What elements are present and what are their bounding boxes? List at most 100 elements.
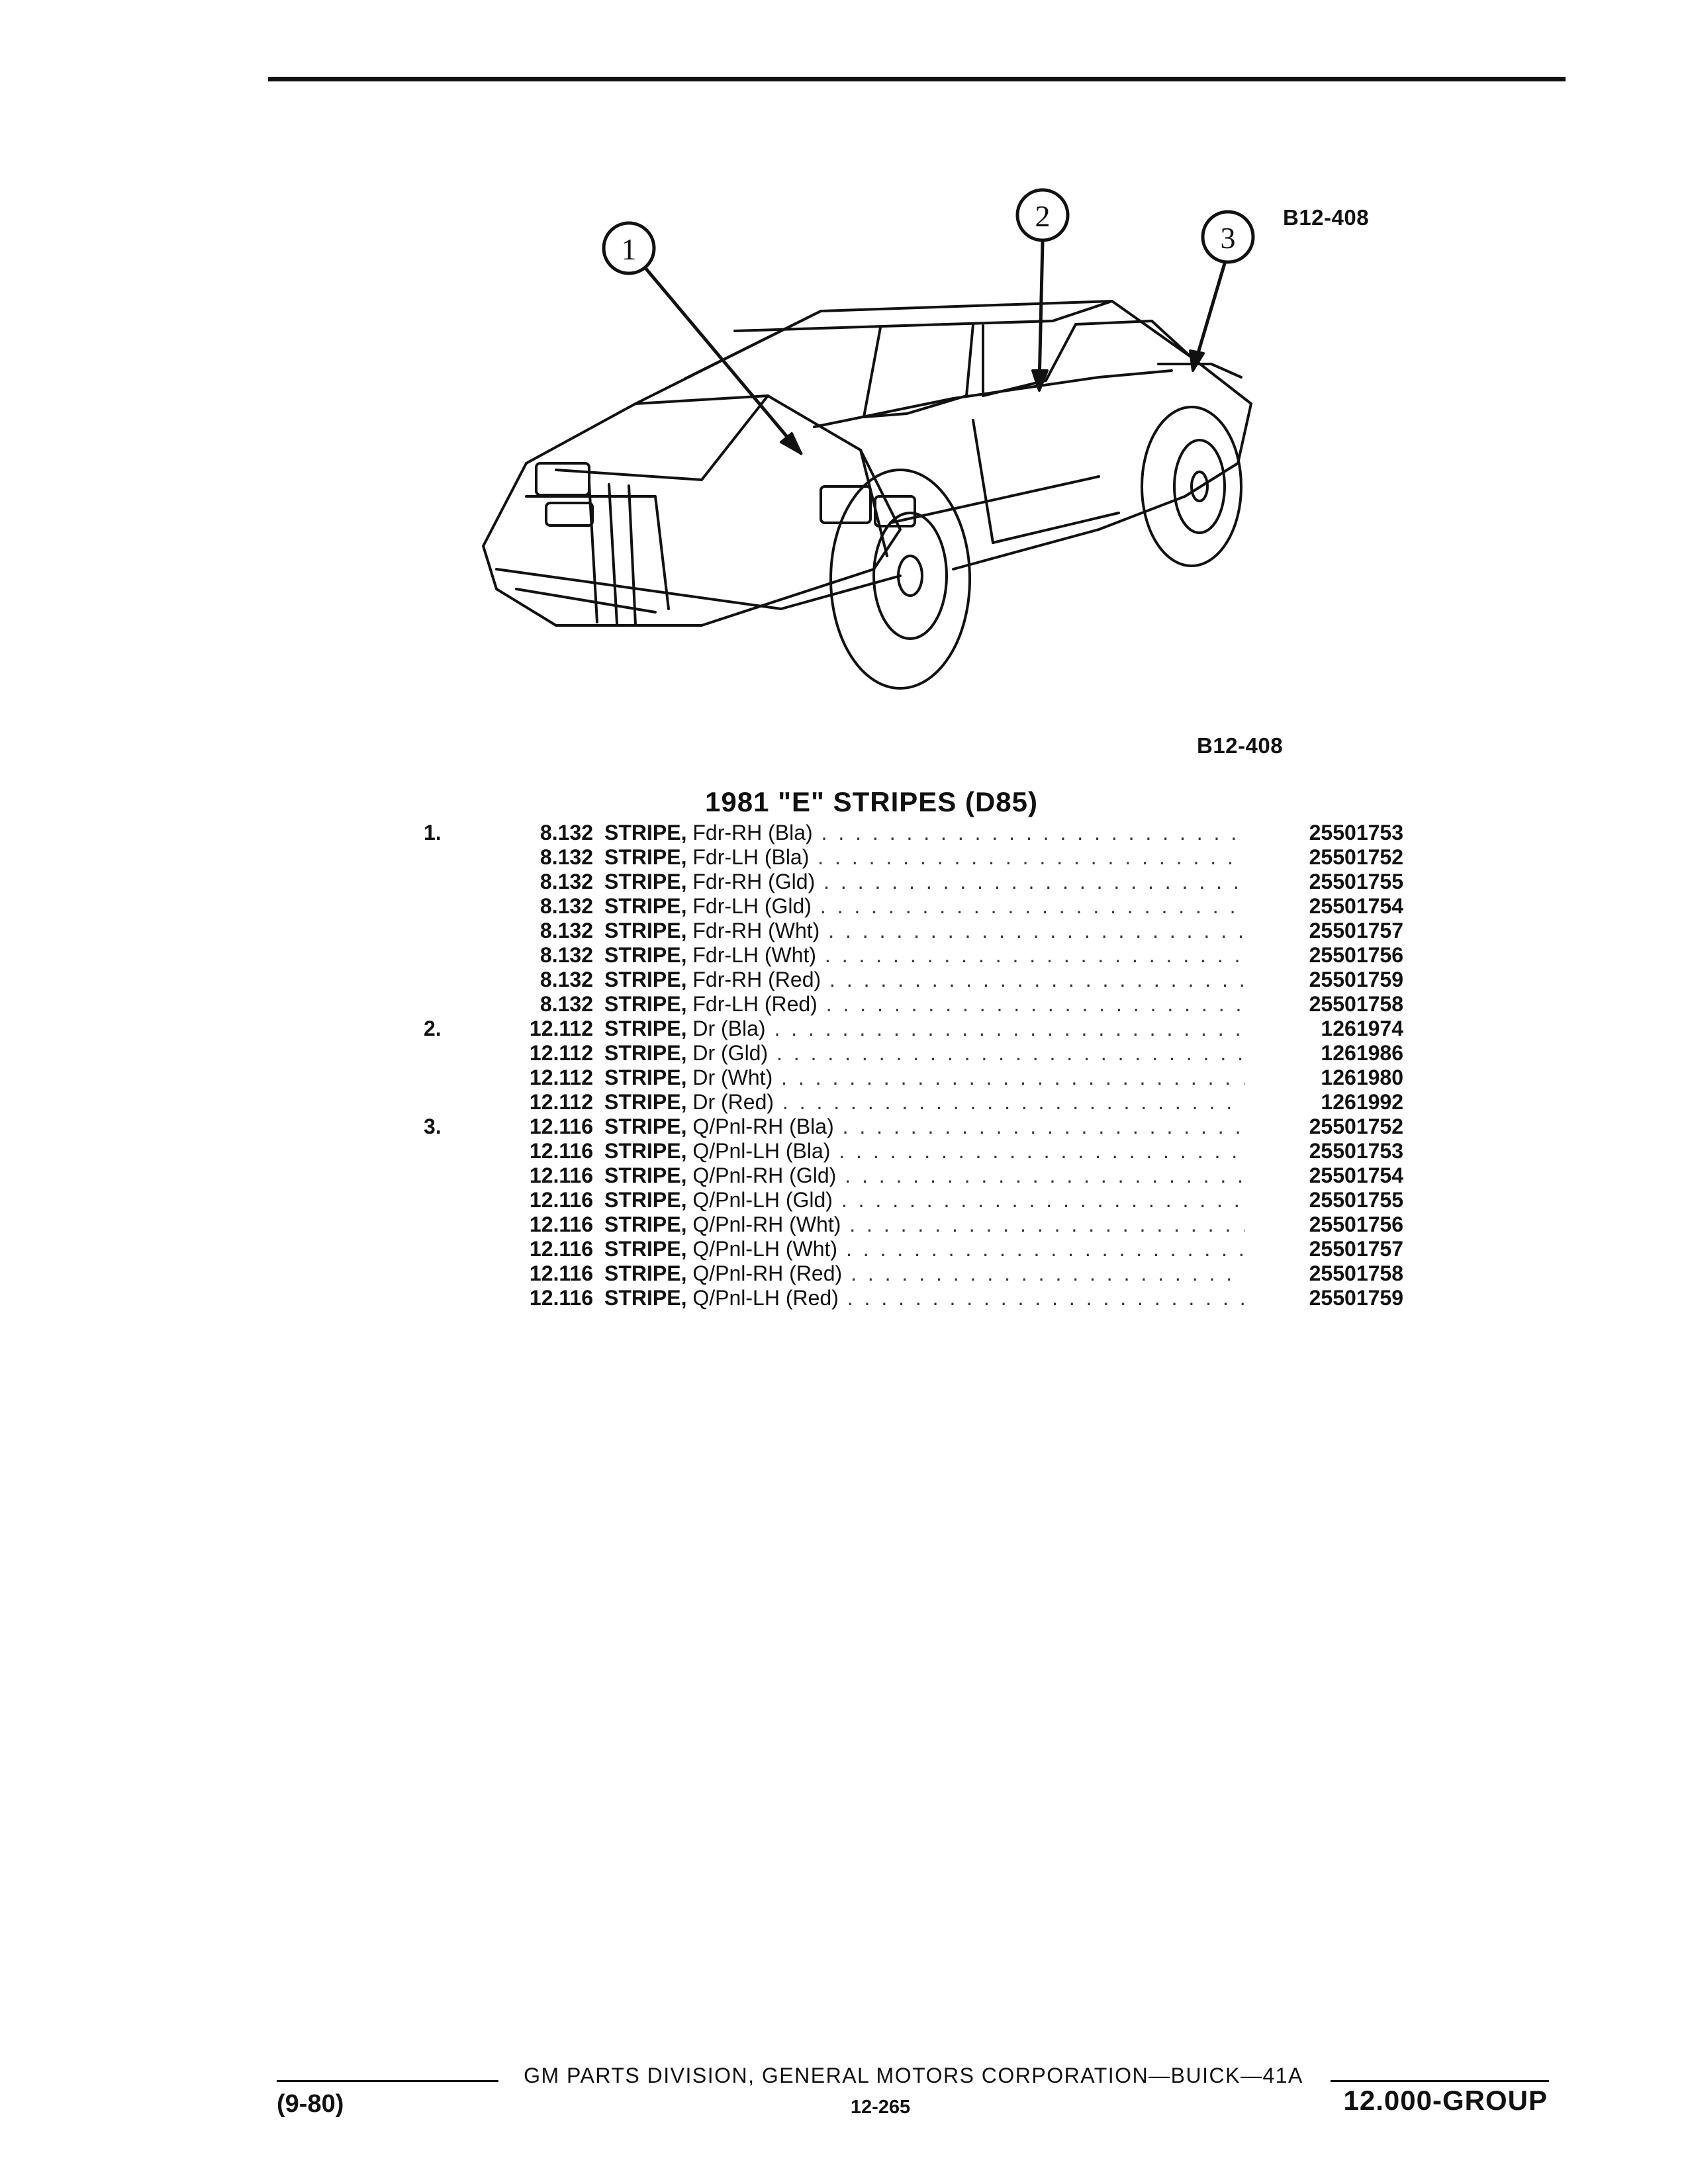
part-description: STRIPE, Fdr-RH (Wht) . . . . . . . . . .… (604, 919, 1244, 943)
part-name: STRIPE, (604, 1163, 687, 1187)
part-number: 1261974 (1321, 1017, 1403, 1040)
part-name: STRIPE, (604, 870, 687, 893)
group-number: 12.112 (529, 1041, 593, 1065)
part-description: STRIPE, Q/Pnl-LH (Gld) . . . . . . . . .… (604, 1188, 1244, 1212)
group-number: 12.112 (529, 1017, 593, 1040)
group-number: 12.116 (529, 1286, 593, 1310)
table-row: 12.116 STRIPE, Q/Pnl-LH (Red) . . . . . .… (424, 1286, 1403, 1310)
part-name: STRIPE, (604, 1066, 687, 1089)
table-row: 2. 12.112 STRIPE, Dr (Bla) . . . . . . . .… (424, 1017, 1403, 1041)
footer-publisher: GM PARTS DIVISION, GENERAL MOTORS CORPOR… (524, 2064, 1303, 2087)
part-number: 25501753 (1309, 1139, 1403, 1163)
footer-rule-right (1331, 2080, 1549, 2082)
item-index: 2. (424, 1017, 442, 1040)
part-name: STRIPE, (604, 1286, 687, 1310)
callout-number-2: 2 (1035, 199, 1051, 233)
leader-dots: . . . . . . . . . . . . . . . . . . . . … (818, 845, 1244, 869)
part-name: STRIPE, (604, 968, 687, 991)
leader-dots: . . . . . . . . . . . . . . . . . . . . … (776, 1041, 1244, 1065)
headlights (535, 462, 916, 527)
part-name: STRIPE, (604, 1188, 687, 1212)
wheels (829, 406, 1243, 690)
part-number: 25501753 (1309, 821, 1403, 844)
part-number: 25501758 (1309, 992, 1403, 1016)
part-spec: Fdr-RH (Gld) (692, 870, 816, 893)
part-number: 25501755 (1309, 1188, 1403, 1212)
leader-dots: . . . . . . . . . . . . . . . . . . . . … (847, 1286, 1244, 1310)
part-number: 25501759 (1309, 1286, 1403, 1310)
callout-number-3: 3 (1221, 221, 1236, 255)
part-name: STRIPE, (604, 992, 687, 1016)
leader-dots: . . . . . . . . . . . . . . . . . . . . … (849, 1212, 1244, 1236)
leader-dots: . . . . . . . . . . . . . . . . . . . . … (839, 1139, 1244, 1163)
group-number: 8.132 (539, 845, 593, 869)
part-name: STRIPE, (604, 894, 687, 918)
part-description: STRIPE, Q/Pnl-LH (Red) . . . . . . . . .… (604, 1286, 1244, 1310)
part-number: 25501755 (1309, 870, 1403, 893)
leader-dots: . . . . . . . . . . . . . . . . . . . . … (845, 1163, 1244, 1187)
part-description: STRIPE, Dr (Bla) . . . . . . . . . . . .… (604, 1017, 1244, 1041)
part-spec: Q/Pnl-RH (Gld) (692, 1163, 837, 1187)
part-name: STRIPE, (604, 1041, 687, 1065)
footer-group: 12.000-GROUP (1343, 2085, 1548, 2116)
part-description: STRIPE, Fdr-LH (Wht) . . . . . . . . . .… (604, 943, 1244, 968)
part-spec: Q/Pnl-LH (Bla) (692, 1139, 831, 1163)
part-spec: Q/Pnl-RH (Wht) (692, 1212, 841, 1236)
section-title: 1981 "E" STRIPES (D85) (705, 786, 1039, 817)
leader-dots: . . . . . . . . . . . . . . . . . . . . … (781, 1066, 1244, 1089)
leader-dots: . . . . . . . . . . . . . . . . . . . . … (820, 894, 1244, 918)
leader-dots: . . . . . . . . . . . . . . . . . . . . … (774, 1017, 1244, 1040)
group-number: 8.132 (539, 870, 593, 893)
figure-label-top: B12-408 (1283, 205, 1370, 230)
footer-page-number: 12-265 (850, 2097, 911, 2118)
part-name: STRIPE, (604, 919, 687, 942)
car-body-outline (482, 300, 1252, 627)
callout-number-1: 1 (622, 232, 637, 266)
part-number: 25501756 (1309, 1212, 1403, 1236)
item-index: 3. (424, 1115, 442, 1138)
part-number: 25501758 (1309, 1261, 1403, 1285)
part-number: 25501756 (1309, 943, 1403, 967)
part-spec: Q/Pnl-LH (Red) (692, 1286, 839, 1310)
table-row: 8.132 STRIPE, Fdr-RH (Wht) . . . . . . . … (424, 919, 1403, 943)
leader-dots: . . . . . . . . . . . . . . . . . . . . … (821, 821, 1244, 844)
part-spec: Fdr-LH (Gld) (692, 894, 812, 918)
footer-rule-left (277, 2080, 498, 2082)
leader-dots: . . . . . . . . . . . . . . . . . . . . … (841, 1188, 1244, 1212)
part-description: STRIPE, Dr (Wht) . . . . . . . . . . . .… (604, 1066, 1244, 1090)
group-number: 8.132 (539, 919, 593, 942)
part-description: STRIPE, Q/Pnl-RH (Gld) . . . . . . . . .… (604, 1163, 1244, 1188)
part-description: STRIPE, Q/Pnl-RH (Wht) . . . . . . . . .… (604, 1212, 1244, 1237)
callout-2: 2 (1015, 188, 1070, 392)
part-number: 25501757 (1309, 919, 1403, 942)
leader-dots: . . . . . . . . . . . . . . . . . . . . … (829, 968, 1244, 991)
part-spec: Q/Pnl-RH (Bla) (692, 1115, 834, 1138)
leader-dots: . . . . . . . . . . . . . . . . . . . . … (782, 1090, 1244, 1114)
part-name: STRIPE, (604, 845, 687, 869)
item-index: 1. (424, 821, 442, 844)
part-description: STRIPE, Fdr-RH (Bla) . . . . . . . . . .… (604, 821, 1244, 845)
part-description: STRIPE, Fdr-LH (Bla) . . . . . . . . . .… (604, 845, 1244, 870)
figure-label-bottom: B12-408 (1197, 733, 1284, 758)
leader-dots: . . . . . . . . . . . . . . . . . . . . … (851, 1261, 1244, 1285)
part-number: 25501752 (1309, 845, 1403, 869)
part-description: STRIPE, Q/Pnl-LH (Bla) . . . . . . . . .… (604, 1139, 1244, 1163)
part-number: 25501754 (1309, 894, 1403, 918)
part-number: 1261992 (1321, 1090, 1403, 1114)
part-name: STRIPE, (604, 1115, 687, 1138)
part-spec: Dr (Red) (692, 1090, 774, 1114)
part-description: STRIPE, Q/Pnl-RH (Red) . . . . . . . . .… (604, 1261, 1244, 1286)
footer-date: (9-80) (277, 2090, 344, 2118)
leader-dots: . . . . . . . . . . . . . . . . . . . . … (842, 1115, 1244, 1138)
part-spec: Fdr-LH (Red) (692, 992, 818, 1016)
part-description: STRIPE, Fdr-RH (Gld) . . . . . . . . . .… (604, 870, 1244, 894)
part-spec: Fdr-RH (Red) (692, 968, 821, 991)
callout-1: 1 (602, 221, 803, 455)
part-number: 1261986 (1321, 1041, 1403, 1065)
part-spec: Fdr-RH (Bla) (692, 821, 813, 844)
part-description: STRIPE, Fdr-RH (Red) . . . . . . . . . .… (604, 968, 1244, 992)
